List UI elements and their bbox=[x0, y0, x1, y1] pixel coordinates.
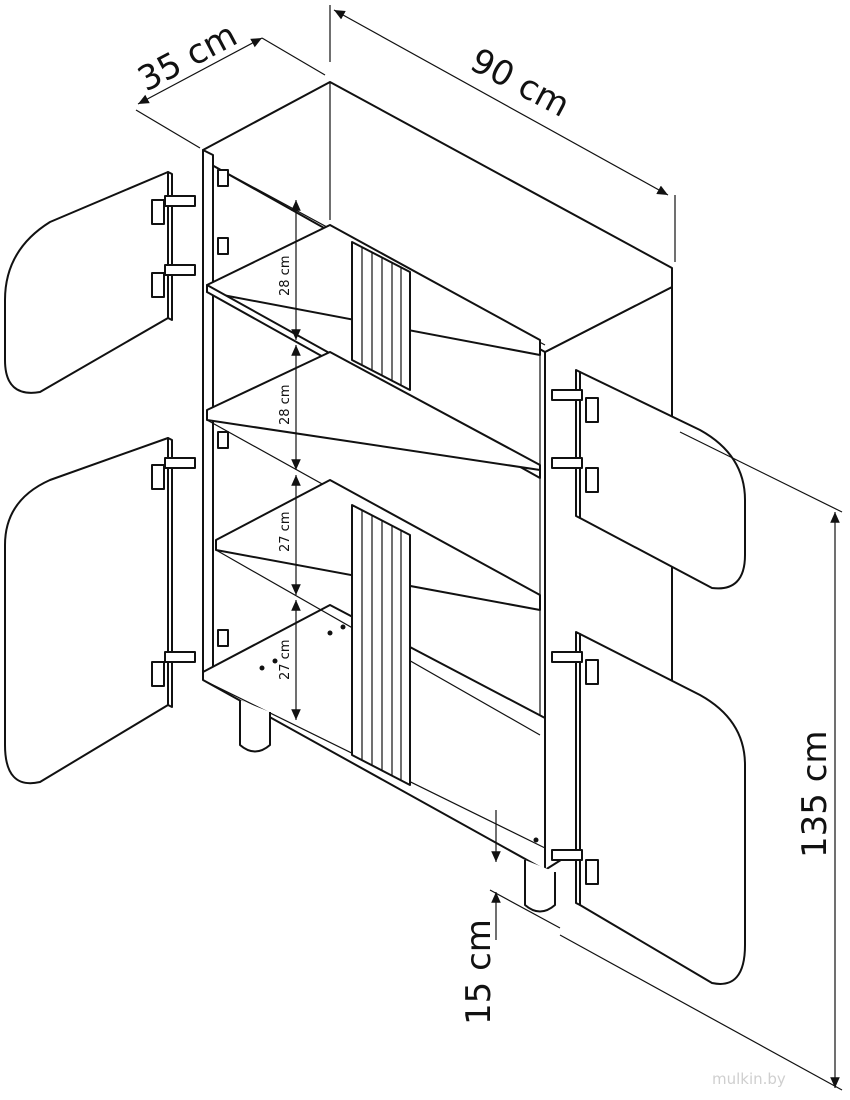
leg-height-label: 15 cm bbox=[459, 919, 499, 1025]
legs bbox=[239, 700, 556, 913]
watermark: mulkin.by bbox=[712, 1070, 786, 1088]
hinge-icon bbox=[151, 237, 229, 298]
shelf-gap-label: 27 cm bbox=[278, 640, 293, 681]
slat-panel-lower bbox=[351, 504, 411, 786]
hinge-icon bbox=[551, 651, 599, 685]
door-bottom-right bbox=[575, 631, 746, 985]
door-top-right bbox=[575, 369, 746, 590]
door-top-left bbox=[4, 171, 173, 394]
hinges bbox=[151, 169, 599, 885]
hinge-icon bbox=[151, 431, 229, 490]
hinge-icon bbox=[551, 457, 599, 493]
slat-panel-upper bbox=[351, 241, 411, 391]
height-label: 135 cm bbox=[795, 730, 835, 858]
depth-label: 35 cm bbox=[131, 15, 243, 100]
hinge-icon bbox=[551, 849, 599, 885]
shelf-gap-label: 28 cm bbox=[278, 256, 293, 297]
dimension-lines bbox=[135, 5, 843, 1091]
hinge-icon bbox=[551, 389, 599, 423]
hinge-icon bbox=[151, 169, 229, 225]
shelf-gap-label: 27 cm bbox=[278, 512, 293, 553]
mounting-holes bbox=[259, 624, 539, 843]
shelf-gap-label: 28 cm bbox=[278, 385, 293, 426]
door-bottom-left bbox=[4, 437, 173, 785]
hinge-icon bbox=[151, 629, 229, 687]
